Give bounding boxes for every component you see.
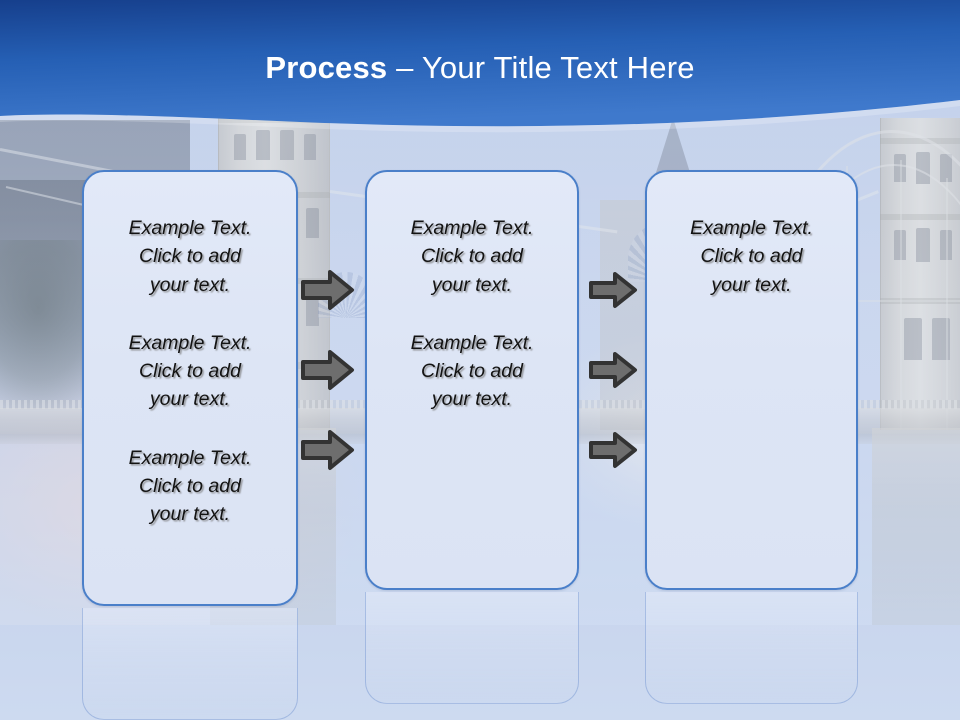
process-arrow-right-icon[interactable] [300,348,355,392]
process-text-paragraph[interactable]: Example Text. Click to add your text. [690,217,813,296]
process-text-paragraph[interactable]: Example Text. Click to add your text. [128,446,252,526]
page-title-strong: Process [265,50,388,85]
process-box-2[interactable]: Example Text. Click to add your text. Ex… [365,170,579,590]
page-title-rest: – Your Title Text Here [387,50,695,85]
process-box-3-reflection [645,592,858,704]
header-band [0,0,960,135]
process-arrow-right-icon[interactable] [588,430,638,470]
process-box-2-text: Example Text. Click to add your text. Ex… [367,214,577,414]
process-box-3[interactable]: Example Text. Click to add your text. [645,170,858,590]
process-box-1-reflection [82,608,298,720]
process-text-paragraph[interactable]: Example Text. Click to add your text. [410,217,534,296]
process-text-paragraph[interactable]: Example Text. Click to add your text. [128,217,252,296]
process-box-1-text: Example Text. Click to add your text. Ex… [84,214,296,528]
process-text-paragraph[interactable]: Example Text. Click to add your text. [410,331,534,411]
process-arrow-right-icon[interactable] [588,350,638,390]
process-box-1[interactable]: Example Text. Click to add your text. Ex… [82,170,298,606]
process-box-3-text: Example Text. Click to add your text. [647,214,856,299]
page-title: Process – Your Title Text Here [0,50,960,86]
process-text-paragraph[interactable]: Example Text. Click to add your text. [128,331,252,411]
process-arrow-right-icon[interactable] [300,428,355,472]
process-box-2-reflection [365,592,579,704]
process-arrow-right-icon[interactable] [588,270,638,310]
process-arrow-right-icon[interactable] [300,268,355,312]
